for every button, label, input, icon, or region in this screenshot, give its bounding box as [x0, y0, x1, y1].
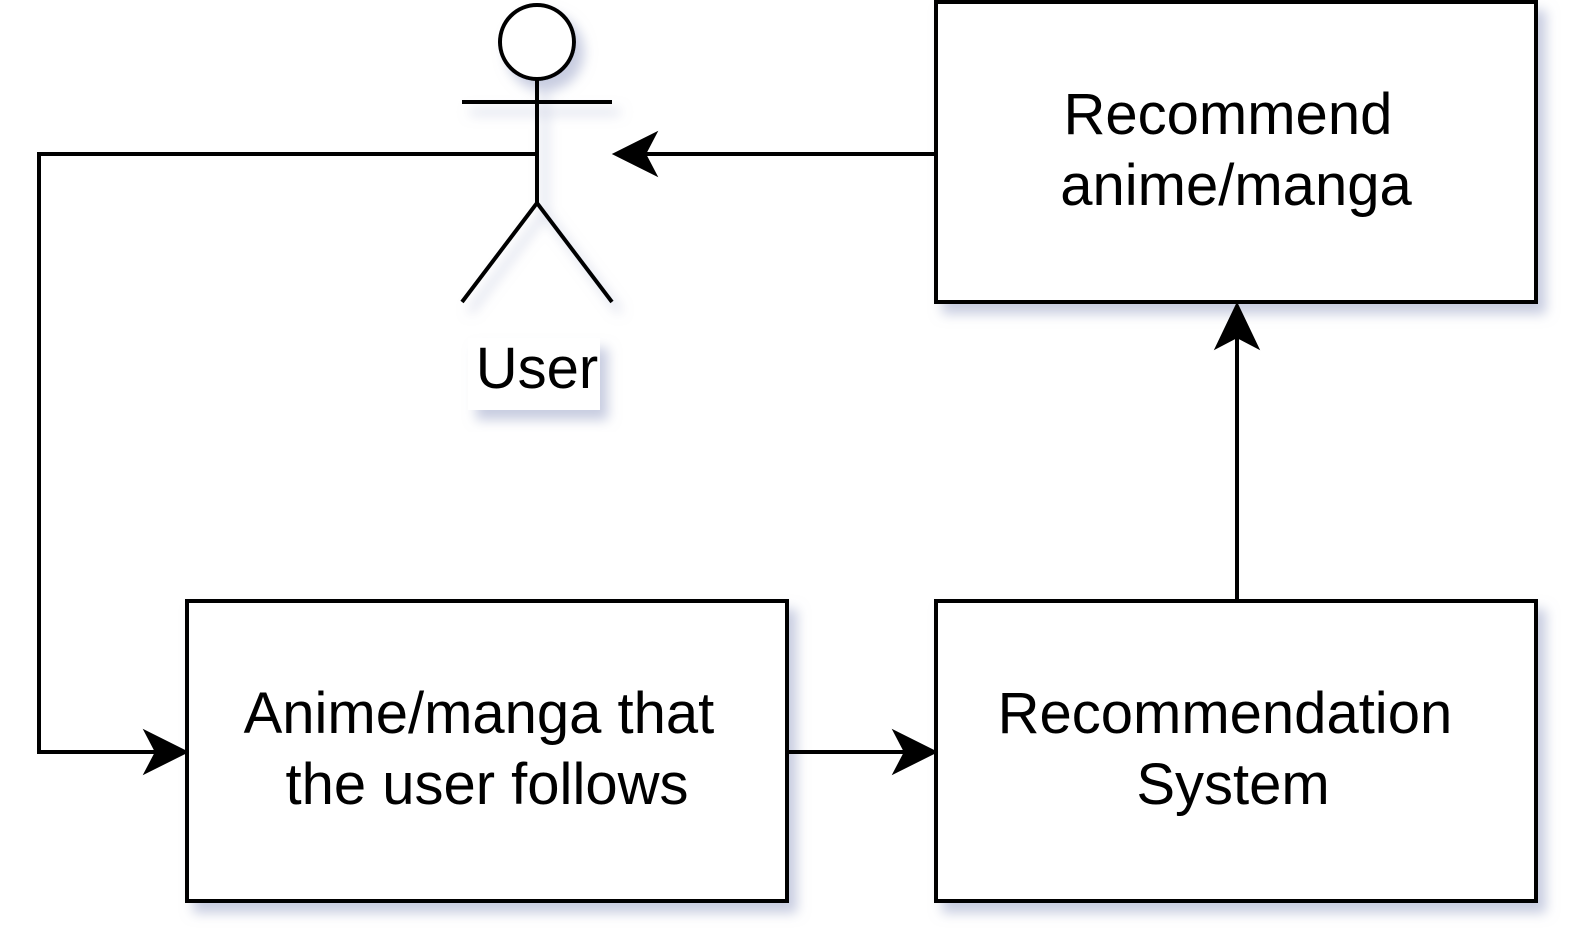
arrowhead-right-icon: [891, 728, 939, 776]
follows-label: Anime/manga that the user follows: [244, 681, 731, 817]
actor-right-leg: [535, 201, 614, 304]
actor-head-icon: [498, 3, 576, 81]
edge-follows-to-system: [787, 728, 939, 776]
actor-label-background: [468, 338, 600, 410]
recommend-label: Recommend anime/manga: [1060, 82, 1412, 218]
follows-box[interactable]: [185, 599, 789, 903]
system-label-line2: System: [1136, 752, 1329, 817]
recommend-box[interactable]: [934, 0, 1538, 304]
system-node[interactable]: Recommendation System: [934, 599, 1538, 903]
system-label: Recommendation System: [998, 681, 1469, 817]
recommend-node[interactable]: Recommend anime/manga: [934, 0, 1538, 304]
follows-label-line1: Anime/manga that: [244, 681, 715, 746]
edge-user-to-follows-line: [37, 152, 537, 754]
recommend-label-line2: anime/manga: [1060, 153, 1412, 218]
user-actor: [460, 3, 614, 304]
follows-label-line2: the user follows: [286, 752, 689, 817]
edge-recommend-to-user: [611, 130, 936, 178]
actor-left-leg: [460, 201, 539, 304]
actor-label-group: [468, 338, 600, 410]
edge-user-to-follows: [37, 152, 537, 776]
arrowhead-up-icon: [1213, 301, 1261, 351]
recommend-label-line1: Recommend: [1064, 82, 1393, 147]
actor-label: User: [476, 336, 598, 401]
arrowhead-left-icon: [611, 130, 659, 178]
arrowhead-right-icon: [142, 728, 190, 776]
system-label-line1: Recommendation: [998, 681, 1453, 746]
system-box[interactable]: [934, 599, 1538, 903]
follows-node[interactable]: Anime/manga that the user follows: [185, 599, 789, 903]
edge-system-to-recommend: [1213, 301, 1261, 601]
